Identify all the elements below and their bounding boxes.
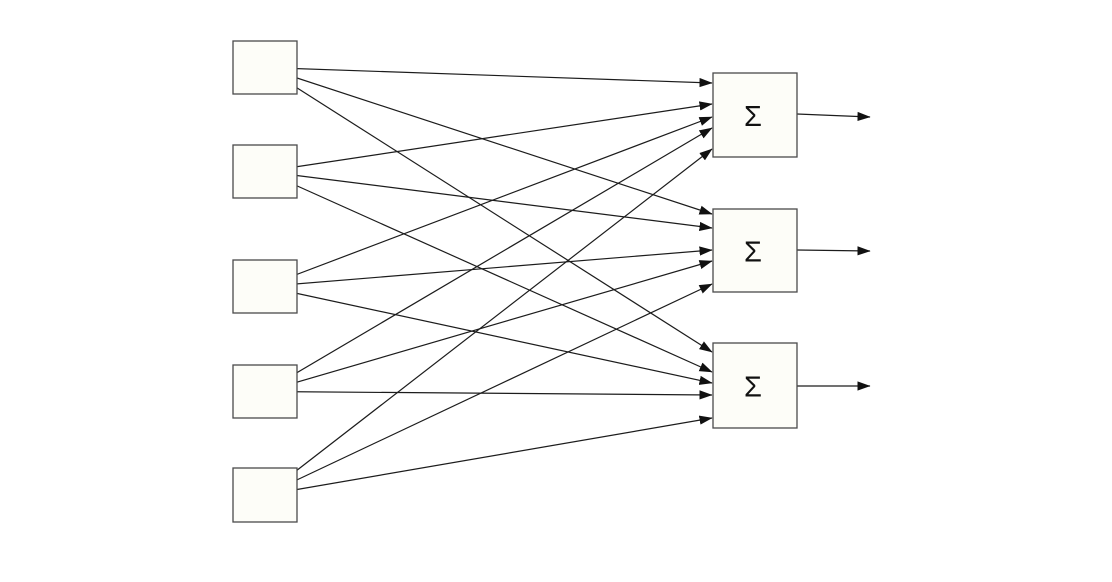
sum-3-box [712, 342, 798, 429]
output-arrows [796, 111, 871, 391]
sum-1-sigma-label: Σ [744, 101, 762, 133]
sum-3-sigma-label: Σ [744, 372, 762, 404]
connection-arrow-input-1-to-sum-2 [264, 66, 713, 215]
input-2-box [232, 144, 298, 199]
input-nodes [232, 40, 298, 523]
connection-arrow-input-3-to-sum-3 [264, 285, 713, 385]
sum-2-box [712, 208, 798, 293]
connection-arrow-input-2-to-sum-2 [264, 170, 713, 232]
connection-arrow-input-2-to-sum-3 [264, 170, 713, 373]
connection-arrow-input-5-to-sum-3 [264, 415, 713, 496]
input-5-box [232, 467, 298, 523]
connection-arrow-input-1-to-sum-1 [264, 66, 713, 88]
output-arrow-sum-1 [796, 111, 871, 122]
connection-arrow-input-5-to-sum-1 [264, 148, 713, 496]
connection-arrow-input-4-to-sum-3 [264, 390, 713, 400]
connection-arrow-input-3-to-sum-1 [264, 116, 713, 288]
sum-nodes: Σ Σ Σ [712, 72, 798, 429]
sum-1-box [712, 72, 798, 158]
input-1-box [232, 40, 298, 95]
input-3-box [232, 259, 298, 314]
connection-arrow-input-3-to-sum-2 [264, 246, 713, 288]
connection-arrow-input-5-to-sum-2 [264, 283, 713, 496]
connection-lines [264, 66, 713, 496]
output-arrow-sum-2 [796, 246, 871, 256]
connection-arrow-input-4-to-sum-1 [264, 127, 713, 393]
connection-arrow-input-4-to-sum-2 [264, 260, 713, 393]
input-4-box [232, 364, 298, 419]
connection-arrow-input-2-to-sum-1 [264, 101, 713, 173]
connection-arrow-input-1-to-sum-3 [264, 66, 713, 353]
sum-2-sigma-label: Σ [744, 237, 762, 269]
